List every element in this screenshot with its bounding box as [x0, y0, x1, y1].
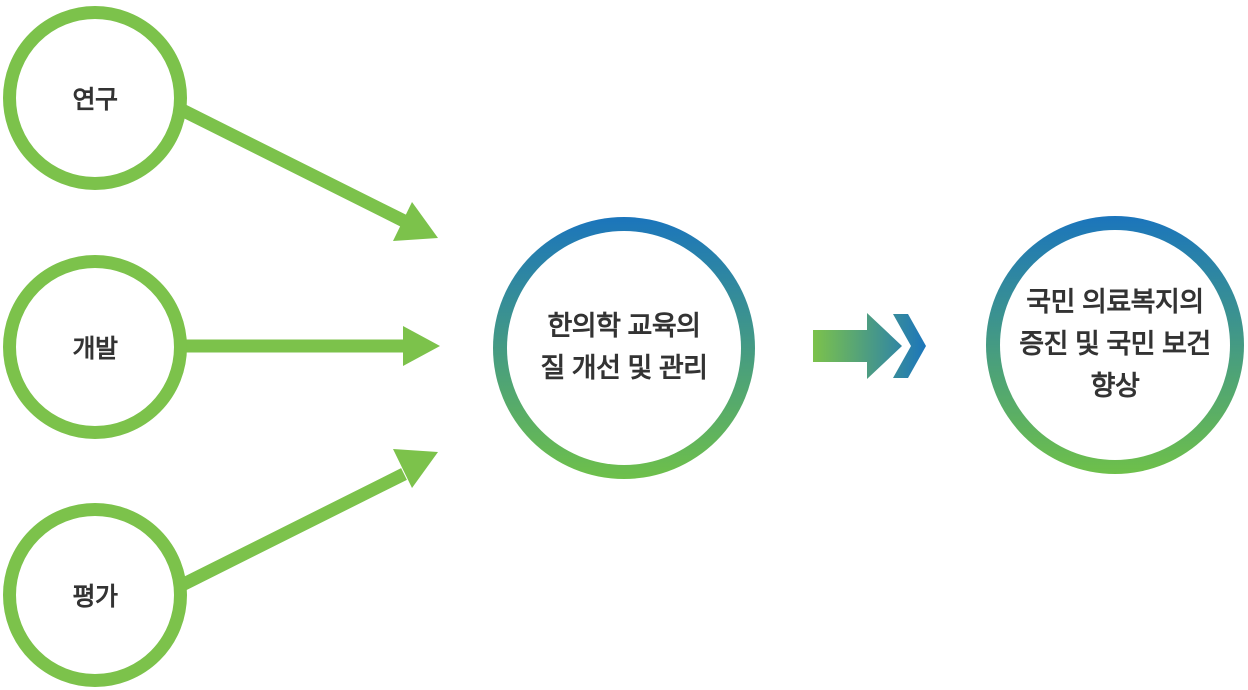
input-label-evaluation: 평가 — [72, 583, 118, 611]
outcome-text-line2: 증진 및 국민 보건 — [1019, 329, 1211, 360]
center-circle-inner: 한의학 교육의 질 개선 및 관리 — [507, 231, 741, 465]
arrow-center-to-outcome — [813, 313, 926, 379]
input-circle-research: 연구 — [3, 6, 187, 190]
big-arrow-body — [813, 313, 902, 379]
outcome-text-line1: 국민 의료복지의 — [1026, 287, 1204, 318]
input-circle-evaluation: 평가 — [3, 503, 187, 687]
input-label-development: 개발 — [72, 335, 118, 363]
big-arrow-chevron — [893, 314, 926, 378]
input-circle-development: 개발 — [3, 255, 187, 439]
input-label-research: 연구 — [72, 86, 118, 114]
arrow-evaluation-to-center — [173, 449, 438, 594]
center-text-line1: 한의학 교육의 — [547, 311, 701, 342]
center-circle: 한의학 교육의 질 개선 및 관리 — [493, 217, 755, 479]
outcome-circle-inner: 국민 의료복지의 증진 및 국민 보건 향상 — [1000, 230, 1230, 460]
arrow-development-to-center — [184, 326, 440, 366]
arrow-research-to-center — [173, 101, 438, 241]
center-text-line2: 질 개선 및 관리 — [540, 353, 708, 383]
outcome-circle: 국민 의료복지의 증진 및 국민 보건 향상 — [986, 216, 1244, 474]
outcome-text-line3: 향상 — [1090, 370, 1140, 401]
